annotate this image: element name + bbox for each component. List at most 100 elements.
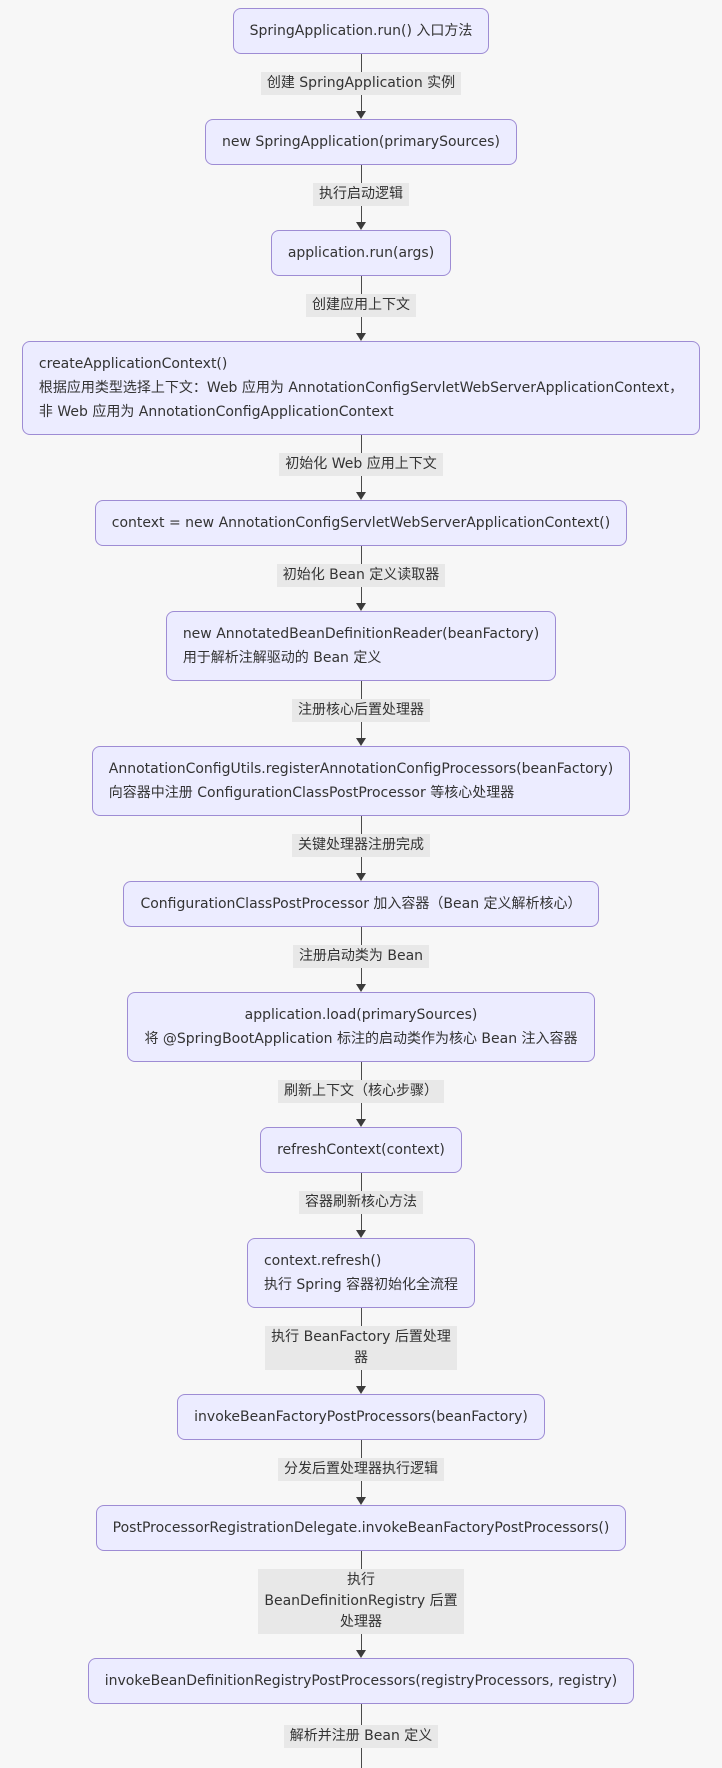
edge-dispatch-post-processor-logic: 分发后置处理器执行逻辑 xyxy=(0,1440,722,1505)
edge-container-refresh-core-method: 容器刷新核心方法 xyxy=(0,1173,722,1238)
edge-create-application-context: 创建应用上下文 xyxy=(0,276,722,341)
edge-label-line: 执行启动逻辑 xyxy=(319,185,403,202)
edge-execute-bean-definition-registry-post-processors: 执行 BeanDefinitionRegistry 后置处理器 xyxy=(0,1551,722,1658)
edge-label: 创建 SpringApplication 实例 xyxy=(260,71,462,95)
edge-line xyxy=(360,816,362,834)
node-springapplication-run-entry: SpringApplication.run() 入口方法 xyxy=(232,8,490,54)
arrowhead-icon xyxy=(356,1119,366,1127)
edge-line xyxy=(360,967,362,985)
node-application-load: application.load(primarySources) 将 @Sprin… xyxy=(127,992,595,1062)
edge-label-line: 解析并注册 Bean 定义 xyxy=(289,1727,433,1744)
node-text-line: 向容器中注册 ConfigurationClassPostProcessor 等… xyxy=(108,785,515,801)
edge-line xyxy=(360,1369,362,1387)
arrowhead-icon xyxy=(356,603,366,611)
edge-label-line: 器 xyxy=(354,1349,368,1366)
arrowhead-icon xyxy=(356,738,366,746)
edge-label-line: 执行 xyxy=(346,1571,375,1588)
edge-line xyxy=(360,1062,362,1080)
edge-line xyxy=(360,856,362,874)
edge-init-web-context: 初始化 Web 应用上下文 xyxy=(0,435,722,500)
node-text-line: 将 @SpringBootApplication 标注的启动类作为核心 Bean… xyxy=(144,1031,578,1047)
edge-label-line: 注册启动类为 Bean xyxy=(298,947,424,964)
edge-line xyxy=(360,927,362,945)
edge-line xyxy=(360,681,362,699)
edge-parse-and-register-bean-definitions: 解析并注册 Bean 定义 xyxy=(0,1704,722,1768)
node-text-line: context.refresh() xyxy=(263,1253,382,1269)
edge-line xyxy=(360,276,362,294)
edge-label: 执行启动逻辑 xyxy=(313,182,409,206)
node-context-refresh: context.refresh() 执行 Spring 容器初始化全流程 xyxy=(246,1238,476,1308)
edge-label-line: 容器刷新核心方法 xyxy=(305,1193,417,1210)
arrowhead-icon xyxy=(356,1497,366,1505)
edge-label: 容器刷新核心方法 xyxy=(299,1190,423,1214)
node-text-line: AnnotationConfigUtils.registerAnnotation… xyxy=(108,761,614,777)
edge-line xyxy=(360,1551,362,1569)
edge-line xyxy=(360,54,362,72)
edge-line xyxy=(360,1308,362,1326)
node-text-line: new SpringApplication(primarySources) xyxy=(222,134,500,150)
edge-label: 执行 BeanFactory 后置处理器 xyxy=(265,1325,457,1370)
edge-register-core-post-processors: 注册核心后置处理器 xyxy=(0,681,722,746)
edge-line xyxy=(360,1747,362,1768)
node-text-line: 根据应用类型选择上下文：Web 应用为 AnnotationConfigServ… xyxy=(38,380,684,396)
edge-label: 注册核心后置处理器 xyxy=(292,698,430,722)
edge-label: 注册启动类为 Bean xyxy=(292,944,430,968)
edge-label-line: 创建 SpringApplication 实例 xyxy=(266,74,456,91)
arrowhead-icon xyxy=(356,1230,366,1238)
edge-refresh-context-core-step: 刷新上下文（核心步骤） xyxy=(0,1062,722,1127)
edge-line xyxy=(360,1102,362,1120)
edge-line xyxy=(360,1213,362,1231)
edge-line xyxy=(360,721,362,739)
edge-line xyxy=(360,435,362,453)
edge-line xyxy=(360,165,362,183)
arrowhead-icon xyxy=(356,492,366,500)
arrowhead-icon xyxy=(356,1650,366,1658)
node-text-line: application.load(primarySources) xyxy=(244,1007,478,1023)
edge-label-line: 关键处理器注册完成 xyxy=(298,836,424,853)
arrowhead-icon xyxy=(356,111,366,119)
edge-init-bean-definition-reader: 初始化 Bean 定义读取器 xyxy=(0,546,722,611)
edge-label-line: 注册核心后置处理器 xyxy=(298,701,424,718)
node-register-annotation-config-processors: AnnotationConfigUtils.registerAnnotation… xyxy=(91,746,631,816)
node-create-application-context: createApplicationContext()根据应用类型选择上下文：We… xyxy=(21,341,701,435)
edge-line xyxy=(360,546,362,564)
edge-line xyxy=(360,475,362,493)
edge-line xyxy=(360,94,362,112)
edge-label-line: 处理器 xyxy=(339,1613,382,1630)
edge-line xyxy=(360,1173,362,1191)
node-context-new-annotation-config: context = new AnnotationConfigServletWeb… xyxy=(94,500,628,546)
node-application-run: application.run(args) xyxy=(270,230,452,276)
edge-label-line: BeanDefinitionRegistry 后置 xyxy=(264,1592,458,1609)
node-text-line: 用于解析注解驱动的 Bean 定义 xyxy=(182,650,382,666)
edge-line xyxy=(360,316,362,334)
edge-label: 关键处理器注册完成 xyxy=(292,833,430,857)
arrowhead-icon xyxy=(356,222,366,230)
node-new-springapplication: new SpringApplication(primarySources) xyxy=(205,119,517,165)
node-text-line: new AnnotatedBeanDefinitionReader(beanFa… xyxy=(182,626,540,642)
edge-label-line: 执行 BeanFactory 后置处理 xyxy=(271,1328,451,1345)
edge-label: 创建应用上下文 xyxy=(306,293,416,317)
edge-line xyxy=(360,1633,362,1651)
node-text-line: application.run(args) xyxy=(287,245,435,261)
node-new-annotated-bean-definition-reader: new AnnotatedBeanDefinitionReader(beanFa… xyxy=(165,611,557,681)
edge-label-line: 分发后置处理器执行逻辑 xyxy=(284,1460,438,1477)
node-text-line: 非 Web 应用为 AnnotationConfigApplicationCon… xyxy=(38,404,394,420)
arrowhead-icon xyxy=(356,1386,366,1394)
node-text-line: invokeBeanFactoryPostProcessors(beanFact… xyxy=(194,1409,528,1425)
edge-key-processors-registered: 关键处理器注册完成 xyxy=(0,816,722,881)
edge-label: 执行 BeanDefinitionRegistry 后置处理器 xyxy=(258,1568,464,1634)
edge-label-line: 初始化 Bean 定义读取器 xyxy=(282,566,440,583)
edge-line xyxy=(360,1480,362,1498)
edge-label: 刷新上下文（核心步骤） xyxy=(278,1079,444,1103)
node-text-line: SpringApplication.run() 入口方法 xyxy=(249,23,473,39)
edge-label: 解析并注册 Bean 定义 xyxy=(283,1724,439,1748)
arrowhead-icon xyxy=(356,873,366,881)
edge-line xyxy=(360,1704,362,1725)
edge-label: 初始化 Web 应用上下文 xyxy=(279,452,443,476)
edge-label-line: 初始化 Web 应用上下文 xyxy=(285,455,437,472)
node-text-line: 执行 Spring 容器初始化全流程 xyxy=(263,1277,459,1293)
node-configuration-class-post-processor: ConfigurationClassPostProcessor 加入容器（Bea… xyxy=(123,881,599,927)
node-invoke-bean-factory-post-processors: invokeBeanFactoryPostProcessors(beanFact… xyxy=(177,1394,545,1440)
node-text-line: context = new AnnotationConfigServletWeb… xyxy=(111,515,611,531)
